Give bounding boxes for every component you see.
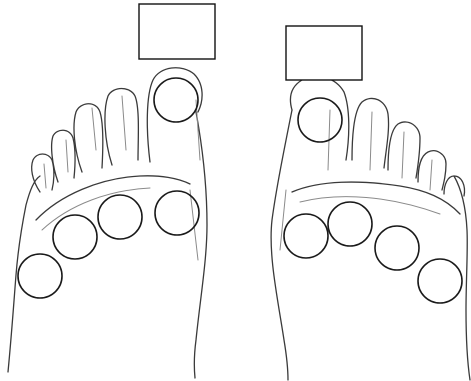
right-ball-pad-3 [375, 226, 419, 270]
left-big-toe [147, 68, 202, 162]
right-toe-3 [388, 122, 420, 178]
left-big-toe-pad [154, 78, 198, 122]
right-foot [271, 26, 470, 380]
left-foot-outline [8, 112, 207, 378]
left-ball-pad-4 [18, 254, 62, 298]
left-toe-crease [36, 176, 190, 220]
left-foot [8, 4, 215, 378]
right-foot-label-box [286, 26, 362, 80]
left-toe-5 [32, 154, 54, 192]
right-ball-pad-2 [328, 202, 372, 246]
right-ball-pad-4 [418, 259, 462, 303]
right-ball-pad-1 [284, 214, 328, 258]
left-ball-pad-3 [53, 215, 97, 259]
left-toe-4 [52, 130, 75, 182]
left-toe-3 [74, 104, 103, 172]
left-toe-2 [105, 89, 138, 166]
right-toe-4 [418, 151, 446, 190]
left-foot-label-box [139, 4, 215, 59]
right-big-toe-pad [298, 98, 342, 142]
left-ball-pad-2 [98, 195, 142, 239]
right-big-toe [290, 76, 348, 160]
